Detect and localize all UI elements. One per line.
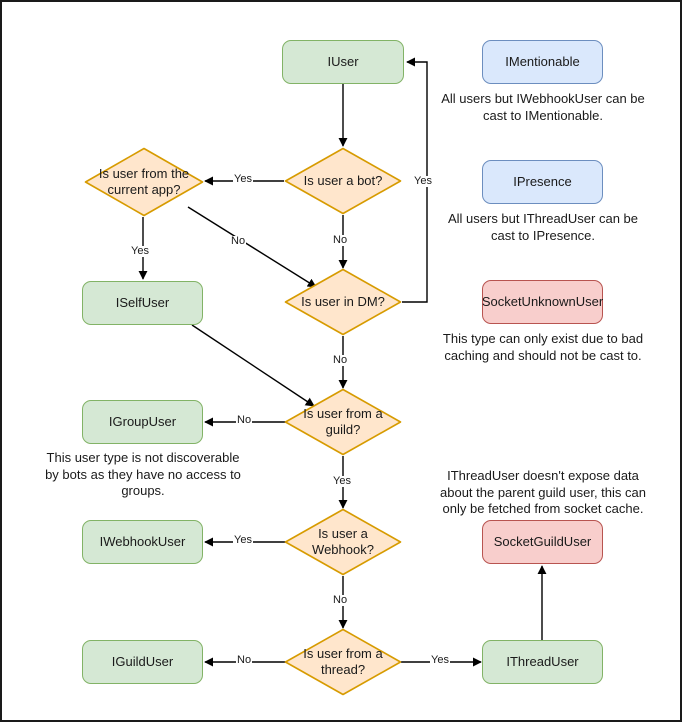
edge-label-thread-yes: Yes bbox=[430, 654, 450, 666]
edge-label-currentapp-no: No bbox=[230, 235, 247, 247]
node-is-webhook-label: Is user a Webhook? bbox=[312, 525, 374, 557]
node-ipresence[interactable]: IPresence bbox=[482, 160, 603, 204]
node-iuser[interactable]: IUser bbox=[282, 40, 404, 84]
node-iwebhookuser[interactable]: IWebhookUser bbox=[82, 520, 203, 564]
edge-label-thread-no: No bbox=[236, 654, 253, 666]
node-iguilduser-label: IGuildUser bbox=[111, 653, 174, 669]
node-iselfuser-label: ISelfUser bbox=[115, 294, 170, 310]
node-iselfuser[interactable]: ISelfUser bbox=[82, 281, 203, 325]
note-mentionable: All users but IWebhookUser can be cast t… bbox=[441, 91, 645, 123]
edge-label-bot-no: No bbox=[332, 234, 349, 246]
node-is-current-app-label: Is user from the current app? bbox=[98, 165, 190, 197]
edge-label-webhook-yes: Yes bbox=[233, 534, 253, 546]
node-igroupuser[interactable]: IGroupUser bbox=[82, 400, 203, 444]
node-ithreaduser[interactable]: IThreadUser bbox=[482, 640, 603, 684]
node-is-bot[interactable]: Is user a bot? bbox=[284, 147, 402, 215]
note-thread-user: IThreadUser doesn't expose data about th… bbox=[440, 468, 646, 517]
node-ithreaduser-label: IThreadUser bbox=[506, 653, 579, 669]
node-is-thread-label: Is user from a thread? bbox=[303, 645, 383, 677]
edge-iselfuser-to-isguild bbox=[191, 324, 315, 407]
node-is-dm-label: Is user in DM? bbox=[301, 293, 385, 309]
edge-label-guild-no: No bbox=[236, 414, 253, 426]
node-is-bot-label: Is user a bot? bbox=[303, 172, 383, 188]
note-group-user: This user type is not discoverable by bo… bbox=[45, 450, 241, 499]
node-socketguilduser-label: SocketGuildUser bbox=[493, 533, 592, 549]
diamond-shape-is-current-app bbox=[84, 147, 204, 217]
note-presence: All users but IThreadUser can be cast to… bbox=[447, 211, 639, 243]
node-is-thread[interactable]: Is user from a thread? bbox=[284, 628, 402, 696]
node-socketunknownuser[interactable]: SocketUnknownUser bbox=[482, 280, 603, 324]
node-socketguilduser[interactable]: SocketGuildUser bbox=[482, 520, 603, 564]
edge-label-dm-no: No bbox=[332, 354, 349, 366]
edge-label-currentapp-yes: Yes bbox=[130, 245, 150, 257]
note-unknown-user: This type can only exist due to bad cach… bbox=[442, 331, 644, 363]
node-imentionable-label: IMentionable bbox=[505, 53, 580, 69]
diamond-shape-is-guild bbox=[284, 388, 402, 456]
node-imentionable[interactable]: IMentionable bbox=[482, 40, 603, 84]
diamond-shape-is-bot bbox=[284, 147, 402, 215]
node-ipresence-label: IPresence bbox=[513, 173, 572, 189]
node-is-guild[interactable]: Is user from a guild? bbox=[284, 388, 402, 456]
edge-label-guild-yes: Yes bbox=[332, 475, 352, 487]
node-iguilduser[interactable]: IGuildUser bbox=[82, 640, 203, 684]
edge-label-bot-yes: Yes bbox=[233, 173, 253, 185]
node-is-webhook[interactable]: Is user a Webhook? bbox=[284, 508, 402, 576]
node-igroupuser-label: IGroupUser bbox=[108, 413, 177, 429]
node-is-dm[interactable]: Is user in DM? bbox=[284, 268, 402, 336]
diamond-shape-is-webhook bbox=[284, 508, 402, 576]
node-socketunknownuser-label: SocketUnknownUser bbox=[481, 293, 604, 309]
diamond-shape-is-thread bbox=[284, 628, 402, 696]
edge-label-dm-yes: Yes bbox=[413, 175, 433, 187]
node-is-guild-label: Is user from a guild? bbox=[303, 405, 383, 437]
node-iuser-label: IUser bbox=[327, 53, 359, 69]
edge-label-webhook-no: No bbox=[332, 594, 349, 606]
node-is-current-app[interactable]: Is user from the current app? bbox=[84, 147, 204, 217]
edge-currentapp-no-to-isdm bbox=[187, 206, 317, 288]
node-iwebhookuser-label: IWebhookUser bbox=[99, 533, 186, 549]
diamond-shape-is-dm bbox=[284, 268, 402, 336]
